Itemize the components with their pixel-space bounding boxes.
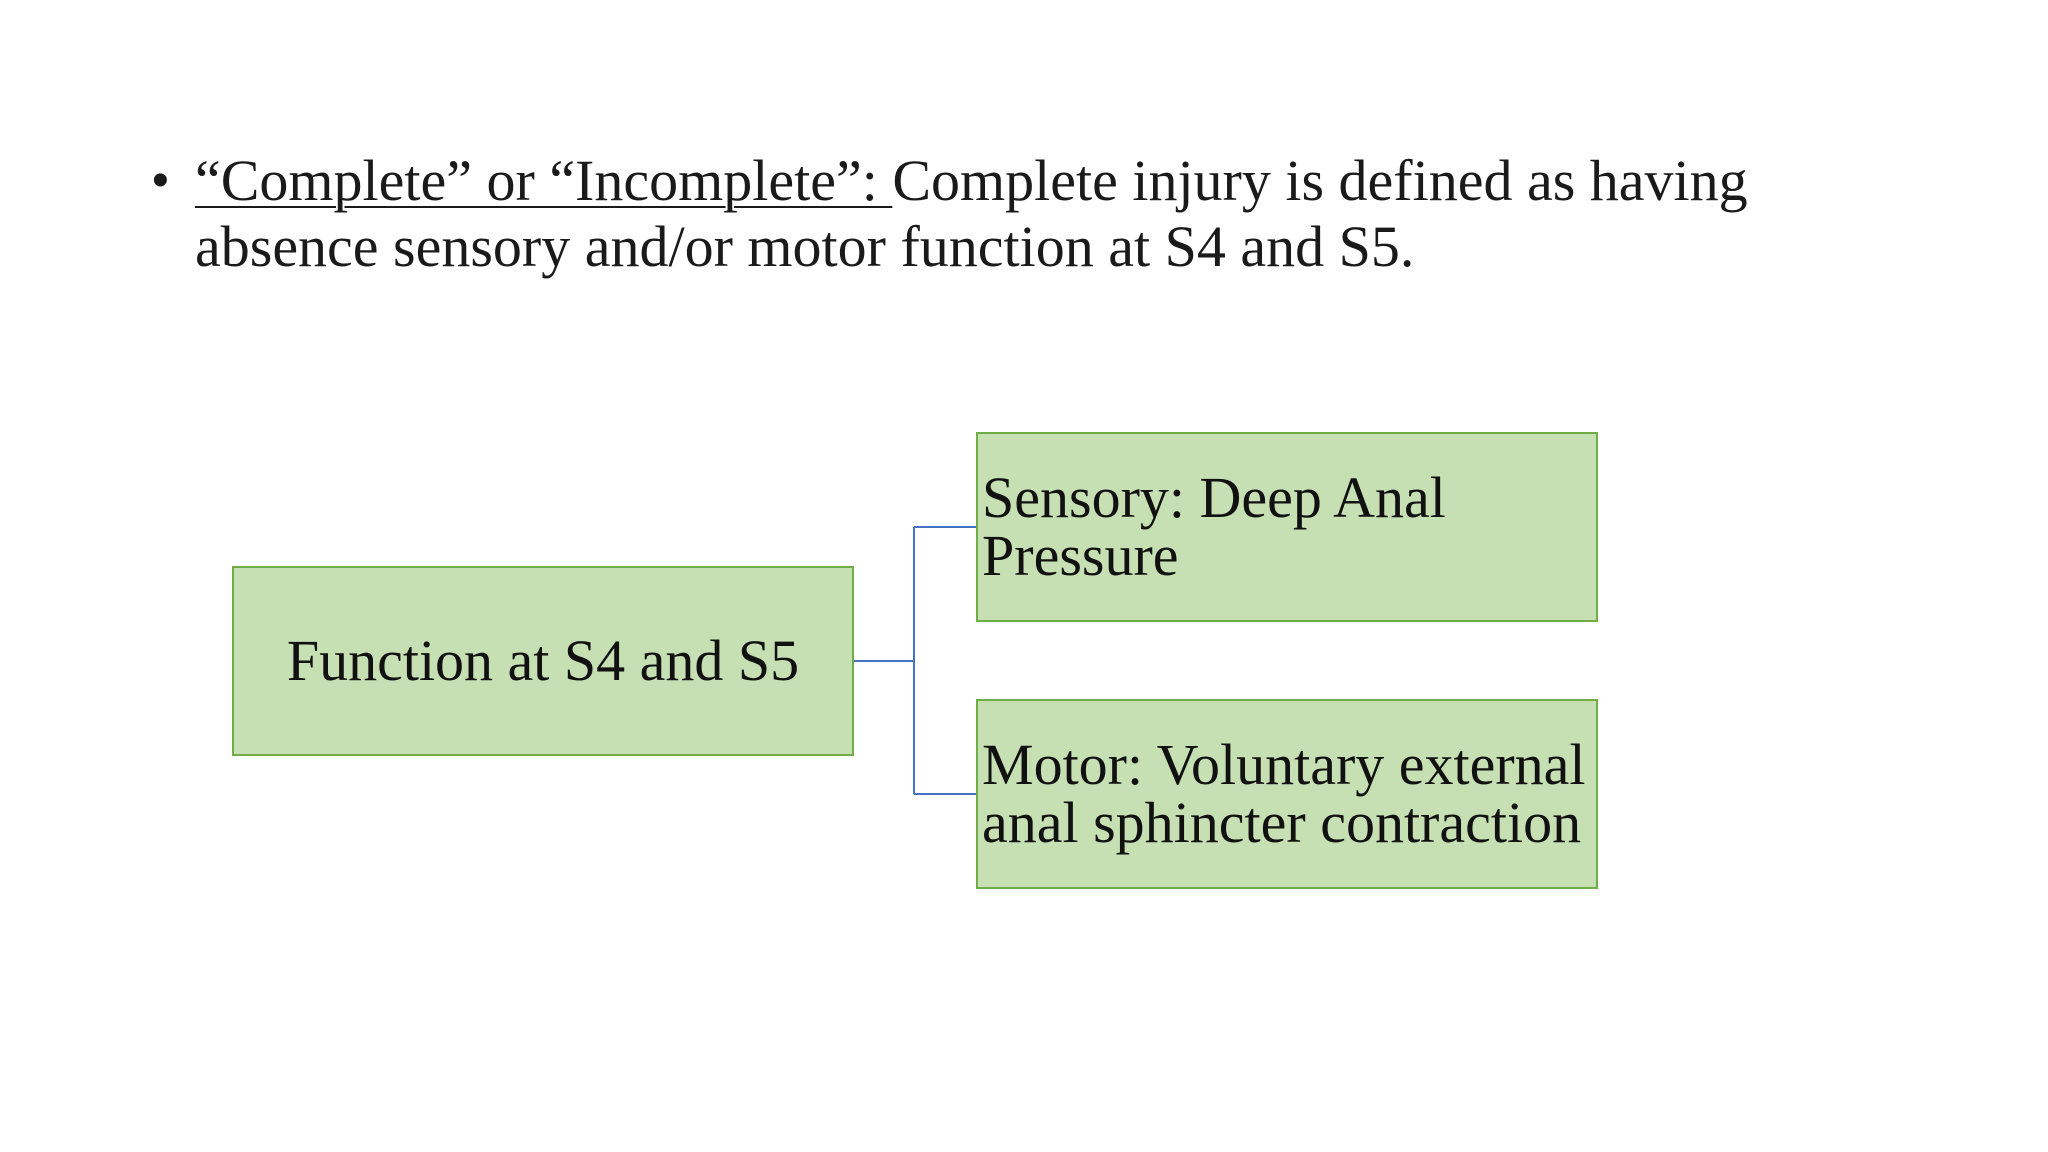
bullet-point: • “Complete” or “Incomplete”: Complete i…	[152, 148, 1855, 280]
diagram-child-box-sensory: Sensory: Deep Anal Pressure	[976, 432, 1598, 622]
diagram-child-box-motor: Motor: Voluntary external anal sphincter…	[976, 699, 1598, 889]
bullet-dot: •	[152, 154, 169, 207]
diagram-root-box: Function at S4 and S5	[232, 566, 854, 756]
bullet-body: Complete injury is defined as having abs…	[195, 148, 1748, 279]
diagram-child-label: Sensory: Deep Anal Pressure	[982, 465, 1446, 588]
bullet-text: “Complete” or “Incomplete”: Complete inj…	[195, 148, 1835, 280]
diagram-root-label: Function at S4 and S5	[286, 628, 800, 693]
diagram-child-label: Motor: Voluntary external anal sphincter…	[982, 732, 1586, 855]
bullet-underlined-lead: “Complete” or “Incomplete”:	[195, 148, 893, 213]
